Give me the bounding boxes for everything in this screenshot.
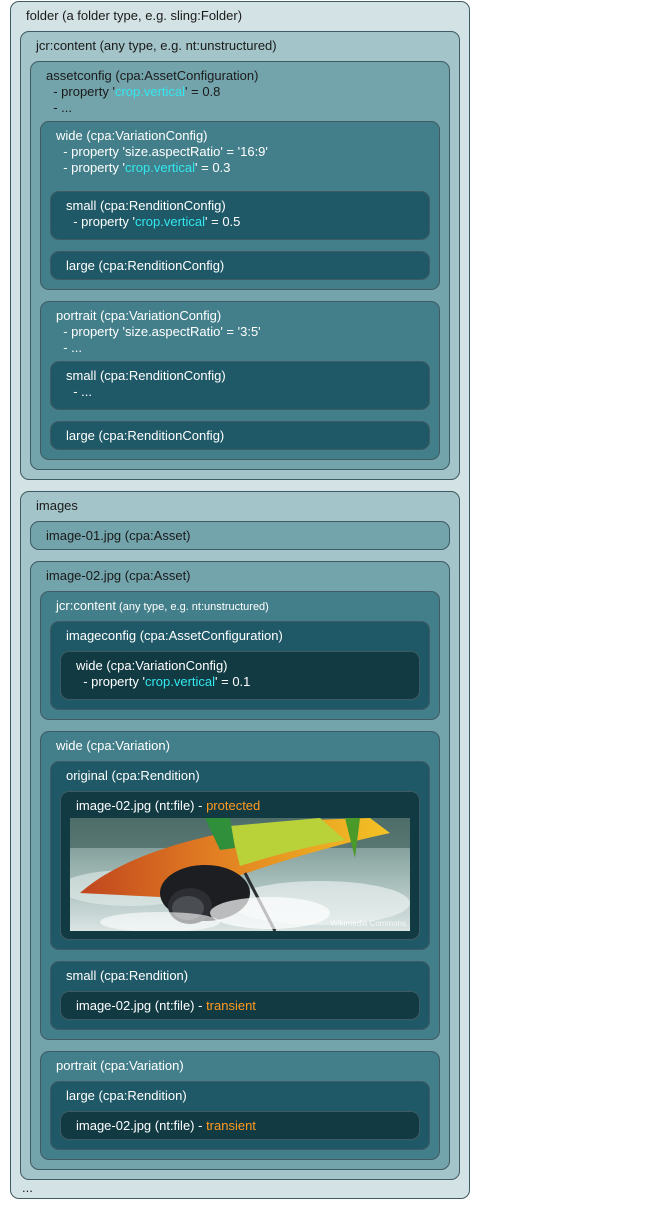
assetconfig-title: assetconfig (cpa:AssetConfiguration) — [46, 68, 259, 83]
kayak-photo: Wikimedia Commons — [70, 818, 410, 931]
images-title: images — [36, 498, 78, 513]
portrait-config-ellipsis: - ... — [56, 340, 82, 355]
portrait-config-aspect-property: - property 'size.aspectRatio' = '3:5' — [56, 324, 261, 339]
small-file-node — [60, 991, 420, 1020]
photo-watermark: Wikimedia Commons — [330, 919, 406, 928]
jcr-content-title: jcr:content (any type, e.g. nt:unstructu… — [36, 38, 277, 53]
portrait-large-file-node — [60, 1111, 420, 1140]
imageconfig-wide-node — [60, 651, 420, 700]
image-01-asset-node — [30, 521, 450, 550]
small-config-title: small (cpa:RenditionConfig) — [66, 198, 226, 213]
portrait-small-config-ellipsis: - ... — [66, 384, 92, 399]
wide-config-aspect-property: - property 'size.aspectRatio' = '16:9' — [56, 144, 268, 159]
small-rendition-title: small (cpa:Rendition) — [66, 968, 189, 983]
portrait-small-config-title: small (cpa:RenditionConfig) — [66, 368, 226, 383]
assetconfig-ellipsis: - ... — [46, 100, 72, 115]
image-02-jcr-content-title: jcr:content (any type, e.g. nt:unstructu… — [56, 598, 269, 613]
portrait-small-renditionconfig-node — [50, 361, 430, 410]
original-file-label: image-02.jpg (nt:file) - protected — [76, 798, 261, 813]
image-01-title: image-01.jpg (cpa:Asset) — [46, 528, 191, 543]
wide-variation-title: wide (cpa:Variation) — [56, 738, 170, 753]
imageconfig-title: imageconfig (cpa:AssetConfiguration) — [66, 628, 283, 643]
folder-title: folder (a folder type, e.g. sling:Folder… — [26, 8, 243, 23]
portrait-large-renditionconfig-node — [50, 421, 430, 450]
assetconfig-property: - property 'crop.vertical' = 0.8 — [46, 84, 221, 99]
portrait-config-title: portrait (cpa:VariationConfig) — [56, 308, 222, 323]
transient-status: transient — [206, 1118, 256, 1133]
portrait-variation-title: portrait (cpa:Variation) — [56, 1058, 184, 1073]
wide-config-title: wide (cpa:VariationConfig) — [56, 128, 208, 143]
transient-status: transient — [206, 998, 256, 1013]
original-rendition-title: original (cpa:Rendition) — [66, 768, 200, 783]
small-config-property: - property 'crop.vertical' = 0.5 — [66, 214, 241, 229]
large-config-title: large (cpa:RenditionConfig) — [66, 258, 225, 273]
imageconfig-wide-title: wide (cpa:VariationConfig) — [76, 658, 228, 673]
imageconfig-wide-property: - property 'crop.vertical' = 0.1 — [76, 674, 251, 689]
portrait-large-config-title: large (cpa:RenditionConfig) — [66, 428, 225, 443]
small-file-label: image-02.jpg (nt:file) - transient — [76, 998, 256, 1013]
large-renditionconfig-node — [50, 251, 430, 280]
portrait-large-file-label: image-02.jpg (nt:file) - transient — [76, 1118, 256, 1133]
image-02-title: image-02.jpg (cpa:Asset) — [46, 568, 191, 583]
folder-ellipsis: ... — [22, 1180, 33, 1195]
portrait-large-rendition-title: large (cpa:Rendition) — [66, 1088, 187, 1103]
wide-config-crop-property: - property 'crop.vertical' = 0.3 — [56, 160, 231, 175]
small-renditionconfig-node — [50, 191, 430, 240]
protected-status: protected — [206, 798, 261, 813]
